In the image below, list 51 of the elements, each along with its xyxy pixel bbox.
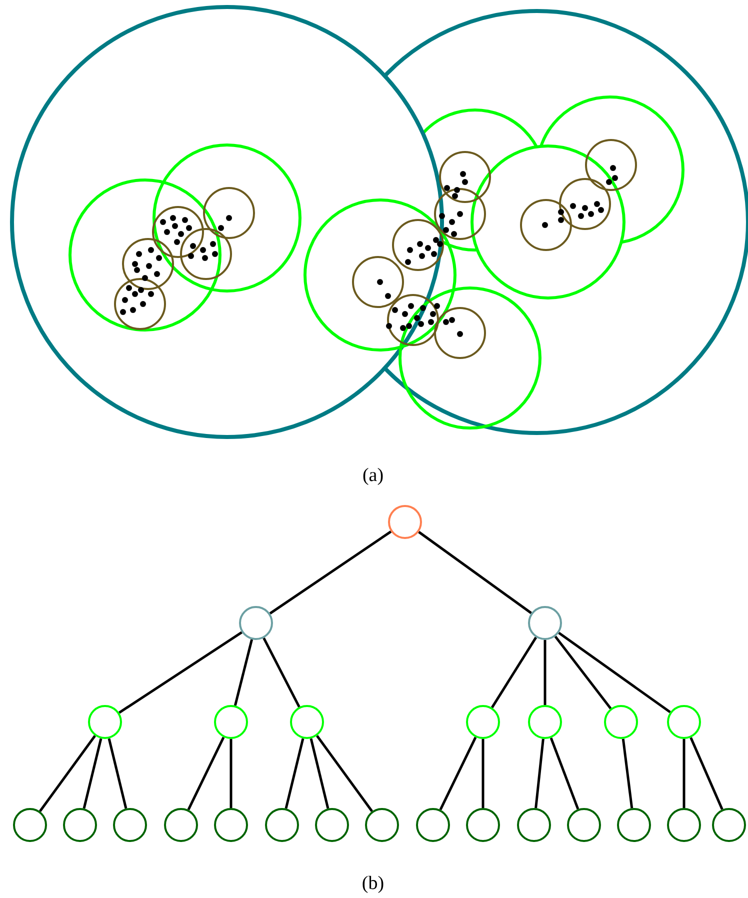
tree-node-circle: [365, 808, 399, 842]
tree-node-circle: [164, 808, 198, 842]
tree-node-circle: [466, 705, 500, 739]
tree-node-circle: [416, 808, 450, 842]
tree-edge: [234, 639, 254, 706]
tree-edge: [187, 736, 225, 810]
tree-edge: [39, 735, 96, 812]
tree-node-circle: [88, 705, 122, 739]
tree-edge: [108, 738, 128, 809]
tree-node-circle: [617, 808, 651, 842]
tree-node-circle: [388, 505, 422, 539]
tree-node-circle: [466, 808, 500, 842]
tree-node-circle: [567, 808, 601, 842]
tree-edge: [262, 638, 300, 708]
tree-edge: [310, 738, 330, 809]
tree-node-circle: [712, 808, 746, 842]
tree-node-circle: [667, 705, 701, 739]
tree-node-circle: [265, 808, 299, 842]
tree-edge: [550, 737, 580, 810]
tree-node-circle: [214, 705, 248, 739]
tree-edge: [534, 738, 544, 808]
tree-edge: [418, 530, 532, 614]
tree-edge: [490, 636, 538, 708]
tree-node-circle: [239, 606, 273, 640]
tree-node-circle: [528, 606, 562, 640]
tree-edge: [558, 632, 671, 714]
tree-edge: [690, 737, 724, 810]
tree-edge: [269, 530, 392, 614]
tree-edge: [544, 640, 546, 705]
tree-node-circle: [667, 808, 701, 842]
tree-edge: [622, 738, 634, 808]
tree-node-circle: [13, 808, 47, 842]
tree-edge: [82, 738, 102, 809]
tree-node-circle: [528, 705, 562, 739]
tree-node-circle: [290, 705, 324, 739]
panel-caption: (b): [360, 873, 386, 895]
tree-node-circle: [214, 808, 248, 842]
tree-node-circle: [315, 808, 349, 842]
panel-caption: (a): [361, 465, 385, 487]
tree-edge: [316, 735, 373, 812]
tree-edge: [682, 739, 686, 808]
tree-node-circle: [63, 808, 97, 842]
tree-edge: [284, 738, 304, 809]
tree-node-circle: [113, 808, 147, 842]
tree-edge: [230, 739, 232, 808]
tree-node-circle: [517, 808, 551, 842]
tree-edge: [118, 631, 242, 714]
tree-edge: [439, 736, 477, 810]
tree-edge: [482, 739, 484, 808]
tree-edge: [554, 636, 612, 710]
tree-node-circle: [604, 705, 638, 739]
